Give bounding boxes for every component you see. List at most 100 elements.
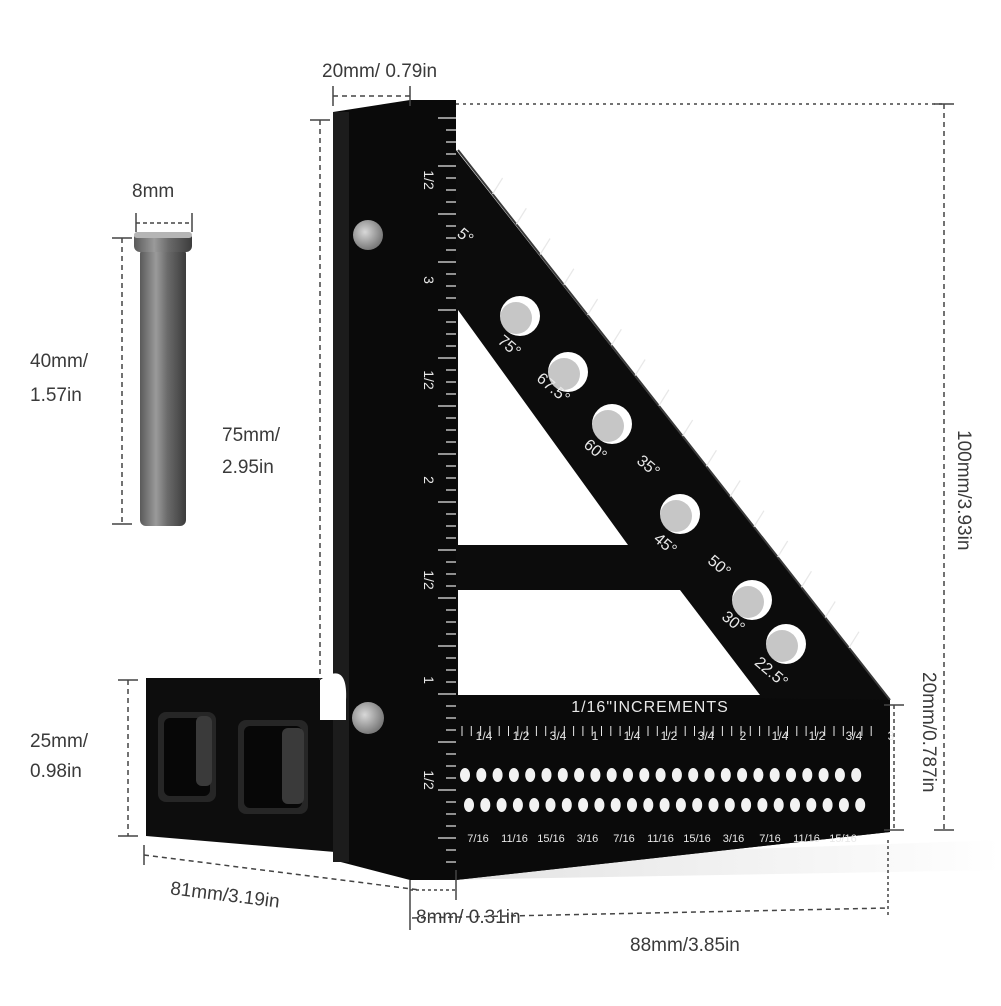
marking-hole <box>623 768 633 782</box>
pin-length-label-1: 40mm/ <box>30 351 89 372</box>
marking-hole <box>704 768 715 782</box>
horizontal-mark-label: 1/2 <box>661 729 678 743</box>
tick <box>824 601 836 618</box>
height-label: 100mm/3.93in <box>953 430 974 551</box>
marking-hole <box>671 768 682 782</box>
marking-hole <box>769 768 780 782</box>
pin-diameter-label: 8mm <box>132 181 175 202</box>
marking-hole <box>627 798 637 812</box>
marking-hole <box>675 798 686 812</box>
bottom-mark-label: 11/16 <box>793 833 820 845</box>
marking-hole <box>508 768 519 782</box>
arm-length-label-2: 2.95in <box>222 457 274 478</box>
horizontal-mark-label: 1/4 <box>476 729 493 743</box>
hole-shade <box>660 500 692 532</box>
horizontal-mark-label: 1/4 <box>624 729 641 743</box>
angle-hole <box>548 352 588 392</box>
marking-hole <box>594 798 605 812</box>
marking-hole <box>790 798 800 812</box>
vertical-arm <box>320 100 456 880</box>
tick <box>729 480 741 497</box>
marking-hole <box>541 768 552 782</box>
marking-hole <box>525 768 536 782</box>
marking-hole <box>838 798 849 812</box>
hole-shade <box>592 410 624 442</box>
tick <box>587 298 599 316</box>
tick <box>539 238 551 255</box>
increments-label: 1/16"INCREMENTS <box>571 699 729 716</box>
marking-hole <box>574 768 585 782</box>
ruler-height-label: 20mm/0.787in <box>918 672 939 793</box>
marking-hole <box>822 798 833 812</box>
marking-hole <box>786 768 796 782</box>
marking-hole <box>545 798 556 812</box>
vertical-mark-label: 3 <box>421 276 437 284</box>
marking-hole <box>818 768 829 782</box>
tick <box>777 540 789 558</box>
horizontal-mark-label: 1/2 <box>809 729 826 743</box>
vertical-mark-label: 1/2 <box>421 370 437 390</box>
top-width-label: 20mm/ 0.79in <box>322 61 438 82</box>
vertical-mark-label: 1/2 <box>421 770 437 790</box>
hole-shade <box>732 586 764 618</box>
tick <box>800 570 812 588</box>
hole-shade <box>766 630 798 662</box>
horizontal-mark-label: 1 <box>592 729 599 743</box>
bottom-mark-label: 15/16 <box>683 833 711 845</box>
marking-hole <box>806 798 817 812</box>
horizontal-mark-label: 3 <box>888 729 895 743</box>
marking-hole <box>659 798 670 812</box>
screw-upper <box>353 220 383 250</box>
arm-length-label-1: 75mm/ <box>222 425 281 446</box>
marking-hole <box>802 768 813 782</box>
tick <box>634 359 646 376</box>
bottom-mark-label: 15/16 <box>537 833 565 845</box>
marking-hole <box>492 768 503 782</box>
marking-hole <box>496 798 507 812</box>
marking-hole <box>773 798 784 812</box>
tick <box>848 631 860 649</box>
screw-lower <box>352 702 384 734</box>
tick <box>563 268 575 286</box>
angle-hole <box>660 494 700 534</box>
angle-hole <box>732 580 772 620</box>
angle-holes <box>500 296 806 664</box>
marking-hole <box>757 798 768 812</box>
hole-shade <box>548 358 580 390</box>
bottom-mark-label: 7/16 <box>467 833 488 845</box>
hole-shade <box>500 302 532 334</box>
marking-hole <box>655 768 666 782</box>
marking-hole <box>529 798 540 812</box>
tick <box>705 449 717 467</box>
vertical-mark-label: 1/2 <box>421 170 437 190</box>
tick <box>753 510 765 528</box>
bottom-mark-label: 3/16 <box>577 833 598 845</box>
bottom-mark-label: 15/16 <box>829 833 857 845</box>
overall-width-label: 88mm/3.85in <box>630 935 740 956</box>
horizontal-mark-label: 1/4 <box>772 729 789 743</box>
marking-hole <box>578 798 589 812</box>
marking-hole <box>834 768 845 782</box>
bottom-mark-label: 11/16 <box>647 833 674 845</box>
bottom-mark-label: 3/16 <box>723 833 744 845</box>
marking-hole <box>610 798 621 812</box>
marking-hole <box>557 768 568 782</box>
marking-hole <box>688 768 699 782</box>
marking-hole <box>753 768 764 782</box>
marking-hole <box>708 798 719 812</box>
marking-hole <box>643 798 654 812</box>
vertical-mark-label: 2 <box>421 476 437 484</box>
base-height-label-2: 0.98in <box>30 761 82 782</box>
marking-hole <box>561 798 572 812</box>
marking-hole <box>590 768 601 782</box>
vertical-mark-label: 1 <box>421 676 437 684</box>
marking-hole <box>741 798 752 812</box>
angle-hole <box>500 296 540 336</box>
tick <box>610 328 622 346</box>
marking-hole <box>464 798 474 812</box>
tick <box>492 177 504 195</box>
marking-hole <box>851 768 862 782</box>
